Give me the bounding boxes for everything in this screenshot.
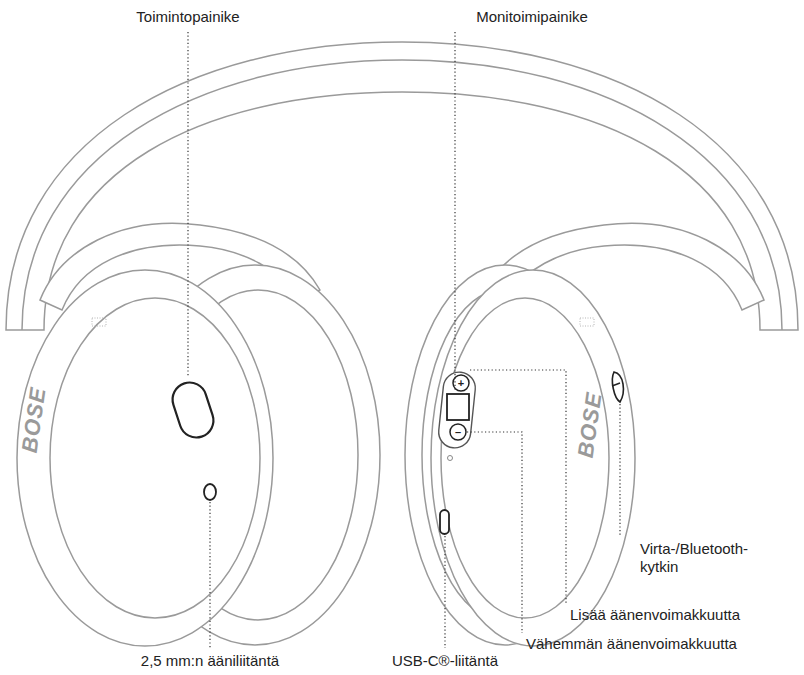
part-label: 2,5 mm:n ääniliitäntä — [141, 652, 279, 670]
part-label: Lisää äänenvoimakkuutta — [570, 606, 740, 624]
multi-function-button — [447, 394, 469, 420]
left-face — [50, 298, 260, 618]
leader-line — [187, 32, 188, 376]
action-button — [168, 378, 218, 442]
right-face — [441, 298, 609, 618]
leader-lines — [188, 32, 620, 648]
leader-line — [444, 536, 445, 648]
part-label: Vähemmän äänenvoimakkuutta — [526, 635, 737, 653]
leader-line — [467, 432, 522, 633]
leader-line — [470, 370, 566, 604]
part-label: Virta-/Bluetooth- kytkin — [640, 540, 780, 576]
left-shell — [17, 270, 273, 646]
leader-line — [209, 502, 210, 648]
leader-line — [619, 404, 620, 536]
usb-c-port — [440, 510, 449, 534]
power-switch — [612, 372, 623, 402]
microphone-hole — [448, 456, 453, 461]
part-label: USB-C®-liitäntä — [392, 652, 498, 670]
leader-line — [454, 32, 455, 392]
part-label: Monitoimipainike — [476, 8, 588, 26]
volume-down-button — [450, 424, 466, 440]
aux-jack — [204, 484, 216, 500]
button-symbol: + — [458, 378, 464, 389]
power-switch-knob — [612, 383, 620, 386]
button-symbol: – — [455, 427, 461, 438]
part-label: Toimintopainike — [136, 8, 239, 26]
button-panel — [437, 371, 477, 450]
right-shell — [431, 270, 635, 646]
grille — [92, 318, 594, 326]
